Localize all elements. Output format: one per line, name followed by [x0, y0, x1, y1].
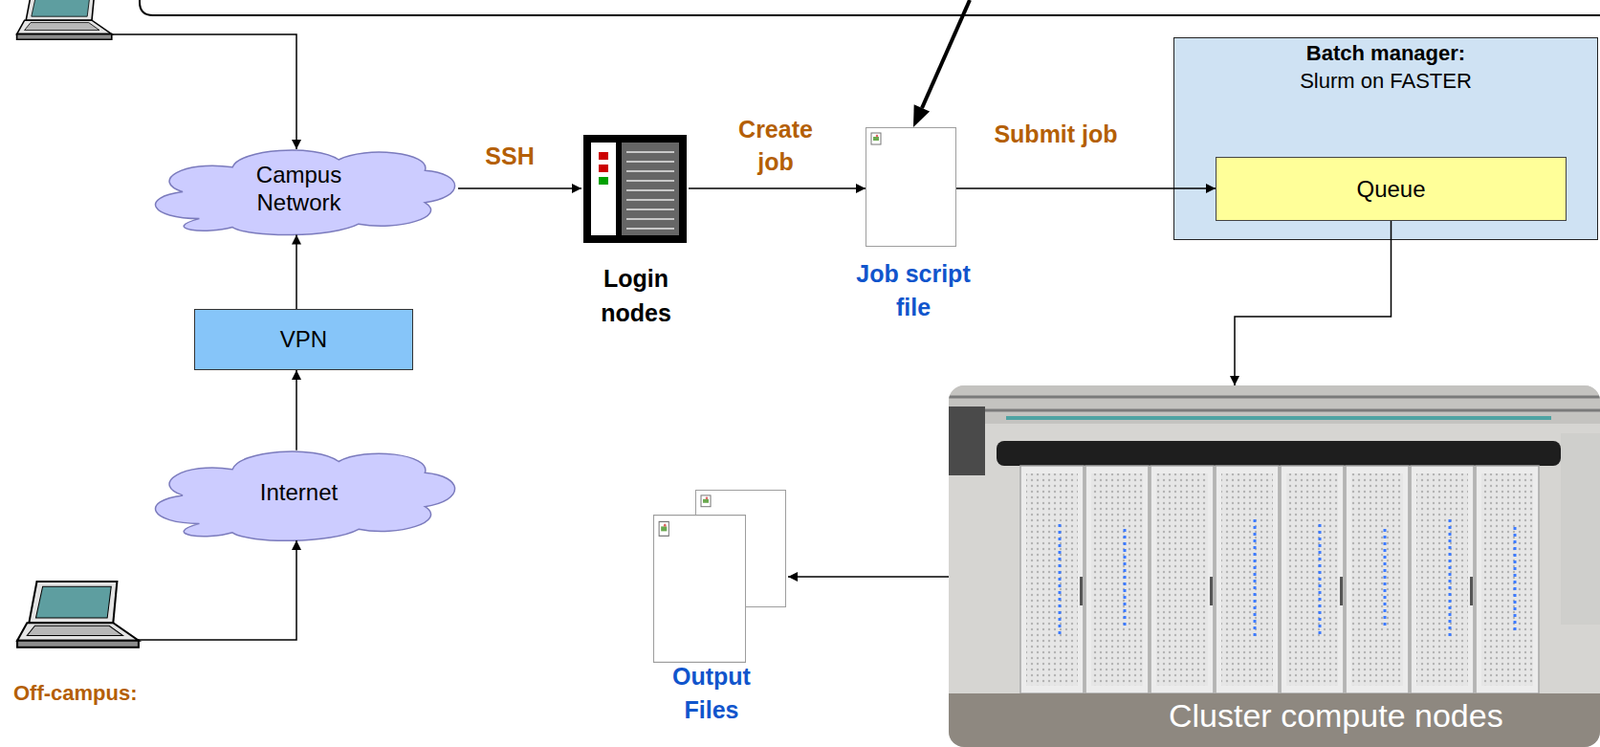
icon-label: Output Files	[658, 659, 765, 727]
network-cloud: Campus Network	[132, 132, 465, 241]
connector-arrow	[458, 187, 582, 190]
edge-label: Submit job	[991, 120, 1119, 149]
box-label: Queue	[1356, 175, 1425, 203]
icon-label: Login nodes	[588, 261, 684, 331]
cluster-photo: Cluster compute nodes	[948, 385, 1600, 747]
edge-label: Create job	[730, 113, 821, 179]
group-subheading: Slurm on FASTER	[1299, 67, 1472, 96]
server-icon: Login nodes	[564, 131, 708, 323]
location-heading: Off-campus:	[13, 680, 138, 706]
connector-arrow	[295, 234, 298, 309]
laptop-wire	[110, 34, 297, 150]
cloud-label: Internet	[237, 479, 362, 507]
cluster-graphic	[948, 385, 1600, 747]
group-heading: Batch manager:	[1306, 40, 1466, 68]
connector-arrow	[1234, 220, 1392, 386]
network-cloud: Internet	[132, 433, 465, 547]
on-campus-laptop	[17, 0, 112, 40]
edge-label-slot: Create job	[730, 113, 821, 179]
cloud-label: Campus Network	[237, 161, 362, 218]
laptop-icon: Off-campus:	[9, 573, 163, 718]
page-graphic	[865, 127, 957, 247]
edge-label-slot: Submit job	[991, 120, 1119, 149]
photo-caption: Cluster compute nodes	[1168, 697, 1504, 735]
connector-arrow	[137, 540, 297, 640]
box-label: VPN	[280, 326, 328, 353]
edge-label-slot: SSH	[482, 142, 536, 171]
group-box: Batch manager:Slurm on FASTER Queue	[1173, 37, 1599, 241]
process-box: VPN	[194, 308, 414, 371]
laptop-graphic	[15, 579, 143, 654]
server-graphic	[581, 132, 689, 245]
files-graphic	[653, 489, 789, 663]
connector-arrow	[956, 187, 1216, 190]
connector-arrow	[788, 575, 949, 578]
edge-label: SSH	[482, 142, 536, 171]
connector-arrow	[688, 187, 866, 190]
file-icon: Job script file	[832, 125, 995, 317]
files-icon: Output Files	[640, 487, 794, 737]
connector-arrow	[295, 370, 298, 451]
icon-label: Job script file	[846, 257, 981, 325]
queue-box: Queue	[1215, 156, 1567, 221]
